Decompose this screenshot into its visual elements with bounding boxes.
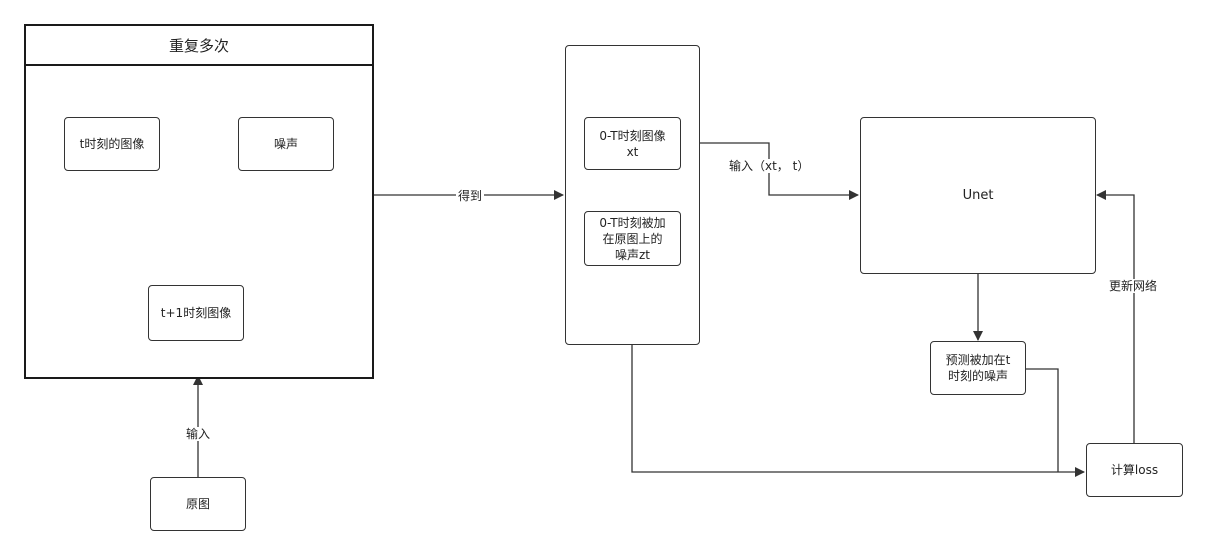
label-obtain: 得到 (456, 189, 485, 203)
node-compute-loss: 计算loss (1086, 443, 1183, 497)
node-xt: 0-T时刻图像 xt (584, 117, 681, 170)
data-panel (565, 45, 700, 345)
node-zt: 0-T时刻被加 在原图上的 噪声zt (584, 211, 681, 266)
label-update-network: 更新网络 (1107, 279, 1160, 293)
node-predict-noise: 预测被加在t 时刻的噪声 (930, 341, 1026, 395)
node-source-image: 原图 (150, 477, 246, 531)
node-image-t: t时刻的图像 (64, 117, 160, 171)
edge-loss-to-unet (1096, 190, 1135, 443)
node-unet: Unet (860, 117, 1096, 274)
label-input: 输入 (184, 427, 213, 441)
node-noise: 噪声 (238, 117, 334, 171)
label-unet-input: 输入（xt， t） (727, 159, 812, 173)
repeat-group-title: 重复多次 (26, 26, 372, 66)
edge-predict-to-loss (1026, 368, 1059, 472)
node-image-t1: t+1时刻图像 (148, 285, 244, 341)
